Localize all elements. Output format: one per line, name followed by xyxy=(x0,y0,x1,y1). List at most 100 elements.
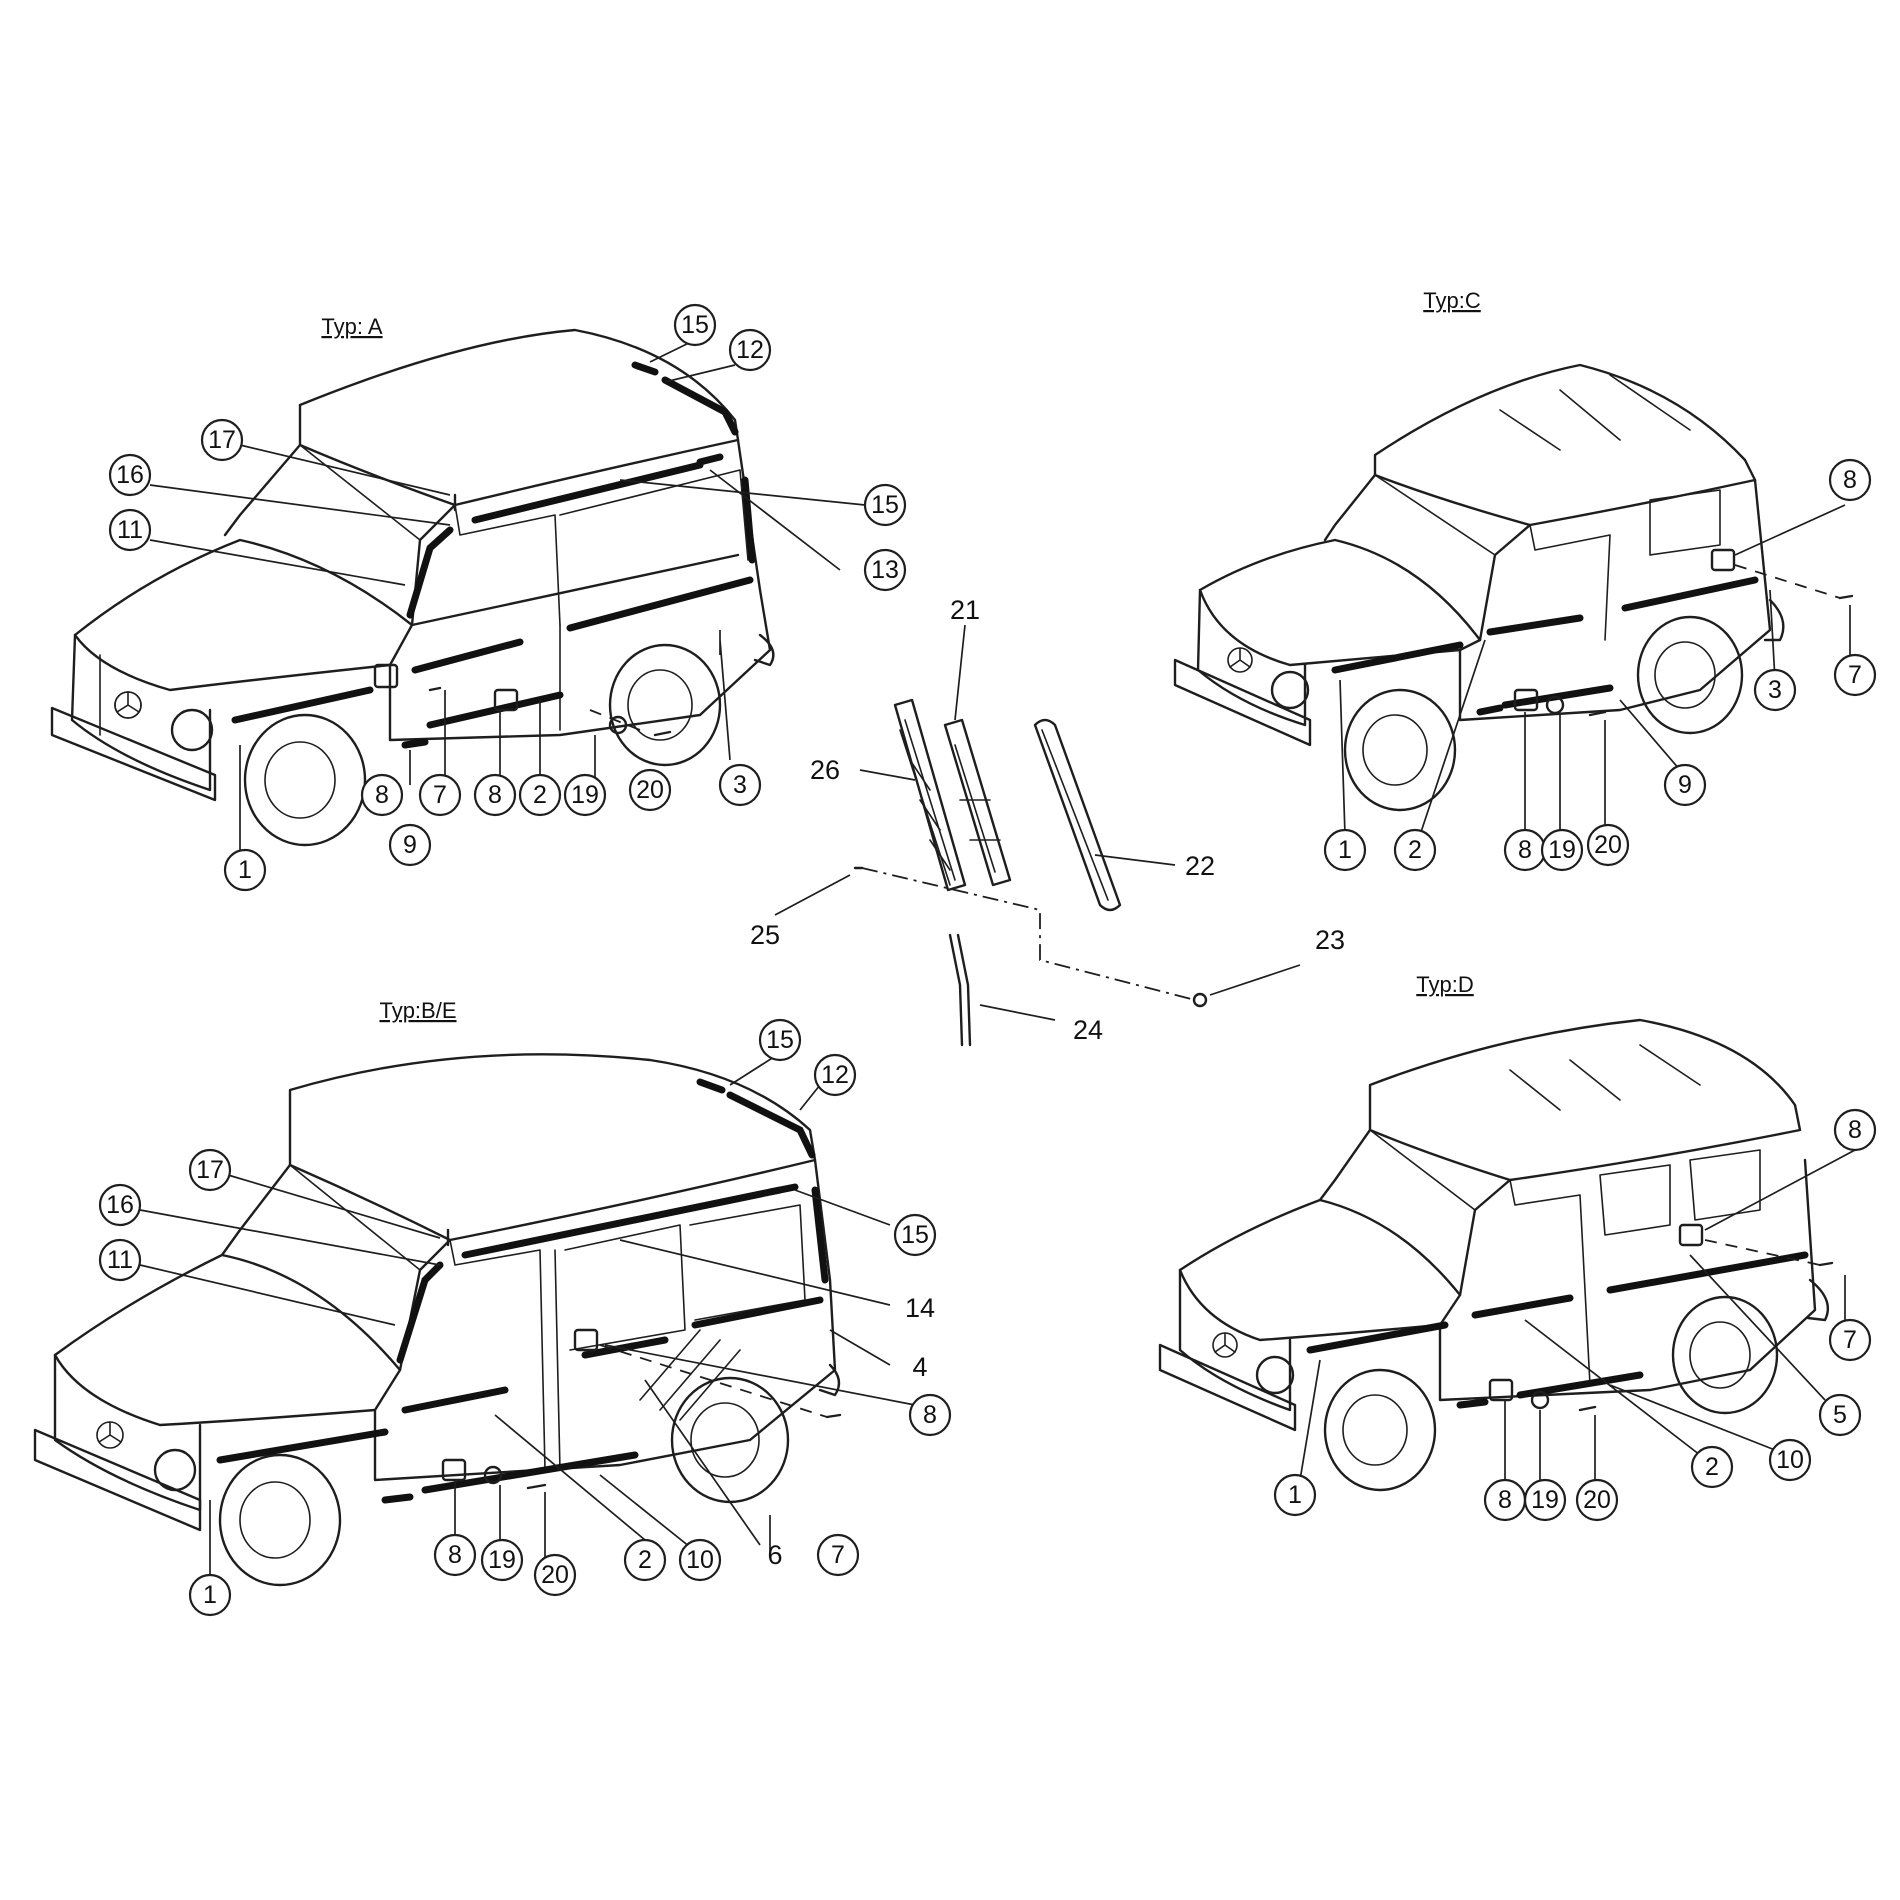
svg-text:16: 16 xyxy=(116,461,144,489)
svg-text:8: 8 xyxy=(1498,1486,1512,1514)
svg-text:19: 19 xyxy=(571,781,599,809)
callout-a-17: 17 xyxy=(200,418,244,462)
trim-strip-a-rear xyxy=(741,476,756,564)
svg-text:8: 8 xyxy=(1848,1116,1862,1144)
svg-text:17: 17 xyxy=(208,426,236,454)
trim-strip-be-4 xyxy=(691,1296,824,1329)
callout-be-15-top: 15 xyxy=(758,1018,802,1062)
callout-c-20: 20 xyxy=(1586,823,1630,867)
svg-text:19: 19 xyxy=(1548,836,1576,864)
part-21-frame xyxy=(943,718,1012,887)
callout-a-11: 11 xyxy=(108,508,152,552)
label-part-21: 21 xyxy=(950,595,980,625)
grommet-a-19 xyxy=(608,715,628,735)
trim-strip-be-12 xyxy=(726,1091,816,1159)
clip-a-8a xyxy=(373,663,399,689)
svg-text:2: 2 xyxy=(1408,836,1422,864)
svg-text:12: 12 xyxy=(736,336,764,364)
callout-a-19: 19 xyxy=(563,773,607,817)
callout-c-1: 1 xyxy=(1323,828,1367,872)
part-23-screw xyxy=(1192,992,1208,1008)
callout-a-9: 9 xyxy=(388,823,432,867)
callout-d-20: 20 xyxy=(1575,1478,1619,1522)
trim-strip-a-15b xyxy=(696,453,724,466)
clip-d-8a xyxy=(1678,1223,1704,1247)
trim-strip-d-1 xyxy=(1306,1321,1449,1354)
callout-be-8-right: 8 xyxy=(908,1393,952,1437)
part-22-strip xyxy=(1033,718,1122,912)
trim-strip-d-2 xyxy=(1471,1294,1574,1319)
trim-strip-d-10b xyxy=(1456,1398,1489,1409)
clip-c-8a xyxy=(1710,548,1736,572)
svg-text:1: 1 xyxy=(1338,836,1352,864)
trim-strip-be-6 xyxy=(581,1336,669,1359)
trim-strip-be-10b xyxy=(381,1493,414,1504)
svg-text:16: 16 xyxy=(106,1191,134,1219)
svg-text:7: 7 xyxy=(433,781,447,809)
svg-text:2: 2 xyxy=(1705,1453,1719,1481)
trim-strip-c-3 xyxy=(1621,576,1759,612)
callout-d-10: 10 xyxy=(1768,1438,1812,1482)
trim-strip-a-3 xyxy=(566,576,754,632)
callout-be-19: 19 xyxy=(480,1538,524,1582)
trim-strip-be-15b xyxy=(766,1183,799,1196)
svg-text:17: 17 xyxy=(196,1156,224,1184)
svg-text:8: 8 xyxy=(488,781,502,809)
callout-be-16: 16 xyxy=(98,1183,142,1227)
callout-be-12: 12 xyxy=(813,1053,857,1097)
callout-a-7: 7 xyxy=(418,773,462,817)
trim-strip-be-14 xyxy=(461,1186,784,1259)
callouts-type-be: 15 12 17 16 11 15 14 4 8 8 19 20 2 10 6 … xyxy=(98,1018,952,1617)
loose-parts-group: 21 26 22 25 23 24 xyxy=(750,595,1345,1047)
callout-c-3: 3 xyxy=(1753,668,1797,712)
svg-text:1: 1 xyxy=(203,1581,217,1609)
svg-text:9: 9 xyxy=(1678,771,1692,799)
screw-be-7 xyxy=(825,1413,842,1419)
type-c-label: Typ:C xyxy=(1423,288,1481,313)
callout-d-5: 5 xyxy=(1818,1393,1862,1437)
screw-c-7 xyxy=(1838,594,1854,600)
callout-a-8-left: 8 xyxy=(360,773,404,817)
svg-text:12: 12 xyxy=(821,1061,849,1089)
type-be-label: Typ:B/E xyxy=(379,998,456,1023)
vehicle-type-a: Typ: A xyxy=(50,303,907,892)
vehicle-type-c: Typ:C xyxy=(1173,288,1877,872)
trim-strip-a-13 xyxy=(471,461,704,524)
trim-strip-a-1 xyxy=(231,686,374,724)
callouts-type-a: 15 12 17 16 15 11 13 8 7 8 2 19 20 3 9 1 xyxy=(108,303,907,892)
svg-text:20: 20 xyxy=(636,776,664,804)
screw-a-20 xyxy=(653,730,672,737)
svg-text:8: 8 xyxy=(375,781,389,809)
trim-strip-a-11 xyxy=(406,526,454,619)
trim-strip-a-12 xyxy=(661,376,739,436)
vehicle-type-be: Typ:B/E xyxy=(33,998,952,1617)
callout-d-8-lower: 8 xyxy=(1483,1478,1527,1522)
label-be-14: 14 xyxy=(905,1293,935,1323)
trim-strip-c-2 xyxy=(1486,614,1584,636)
svg-text:8: 8 xyxy=(923,1401,937,1429)
callouts-type-c: 8 3 7 1 2 8 19 20 9 xyxy=(1323,458,1877,872)
part-24-seal xyxy=(948,933,972,1047)
svg-text:3: 3 xyxy=(1768,676,1782,704)
trim-strip-be-1 xyxy=(216,1428,389,1464)
trim-strip-be-rear xyxy=(811,1186,829,1284)
svg-text:20: 20 xyxy=(1583,1486,1611,1514)
callout-a-16: 16 xyxy=(108,453,152,497)
callout-d-7: 7 xyxy=(1828,1318,1872,1362)
screw-a-7 xyxy=(428,686,442,692)
callout-be-2: 2 xyxy=(623,1538,667,1582)
grommet-d-19 xyxy=(1530,1390,1550,1410)
callout-d-2: 2 xyxy=(1690,1445,1734,1489)
svg-text:3: 3 xyxy=(733,771,747,799)
svg-text:15: 15 xyxy=(681,311,709,339)
clip-be-8a xyxy=(573,1328,599,1352)
callout-a-8-right: 8 xyxy=(473,773,517,817)
vehicle-d-body xyxy=(1158,1018,1830,1492)
callout-c-19: 19 xyxy=(1540,828,1584,872)
trim-strip-be-2 xyxy=(401,1386,509,1414)
callout-c-2: 2 xyxy=(1393,828,1437,872)
svg-text:15: 15 xyxy=(871,491,899,519)
trim-strip-c-1 xyxy=(1331,641,1464,674)
svg-text:15: 15 xyxy=(766,1026,794,1054)
